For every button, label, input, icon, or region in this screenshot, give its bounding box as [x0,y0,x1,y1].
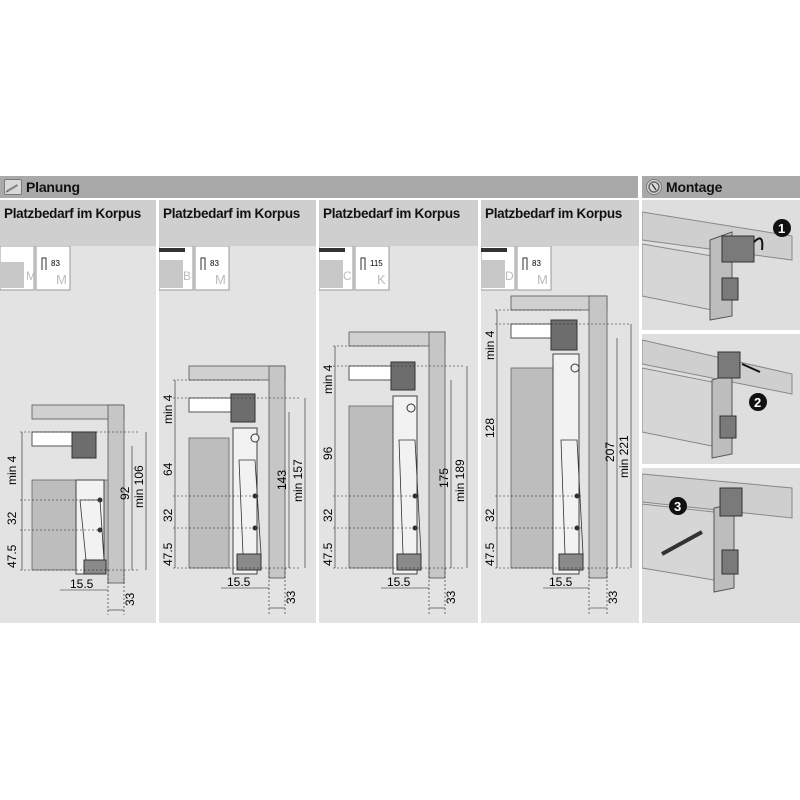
step-badge [749,393,767,411]
dim-setback: 15.5 [70,577,94,591]
drawer-height-icon: 83 M [35,245,71,291]
height-letter: M [537,272,548,287]
dim-min-top: min 4 [321,364,335,394]
type-letter: M [26,269,36,283]
panel-title: Platzbedarf im Korpus [485,206,622,221]
panel-drawing: C 115 K min [318,245,468,614]
dim-min-top: min 4 [483,330,497,360]
type-letter: D [505,269,514,283]
dim-min-top: min 4 [161,394,175,424]
panel-title: Platzbedarf im Korpus [323,206,460,221]
type-letter: B [183,269,191,283]
panel-m: Platzbedarf im Korpus M 83 M [0,200,156,623]
dim-upper: 96 [321,446,335,460]
panel-title: Platzbedarf im Korpus [4,206,141,221]
height-value: 83 [51,259,60,268]
dim-mid: 32 [5,511,19,525]
height-letter: K [377,272,386,287]
montage-step-2: 2 [642,334,800,464]
height-letter: M [215,272,226,287]
dim-bottom: 47.5 [483,542,497,566]
panel-title: Platzbedarf im Korpus [163,206,300,221]
dim-mid: 32 [161,508,175,522]
panel-header: Platzbedarf im Korpus [319,200,478,246]
dim-overall: 175 [437,468,451,488]
dim-overall: 207 [603,442,617,462]
panel-header: Platzbedarf im Korpus [0,200,156,246]
panel-drawing: D 83 M min [480,245,632,614]
dim-overall-min: min 106 [132,465,146,508]
drawer-type-icon: M [0,245,36,291]
height-value: 83 [210,259,219,268]
montage-step-3: 3 [642,468,800,623]
panel-header: Platzbedarf im Korpus [481,200,639,246]
dim-depth: 33 [284,590,298,604]
step-badge [773,219,791,237]
panel-b: Platzbedarf im Korpus B 83 M [158,200,316,623]
dim-overall-min: min 157 [291,459,305,502]
dim-setback: 15.5 [549,575,573,589]
type-letter: C [343,269,352,283]
height-value: 115 [370,259,383,268]
drawer-type-icon: B [158,245,194,291]
dim-setback: 15.5 [227,575,251,589]
drawer-height-icon: 115 K [354,245,390,291]
step-number: 2 [754,395,761,410]
panel-drawing: M 83 M min 4 [0,245,147,615]
drawer-type-icon: C [318,245,354,291]
dim-depth: 33 [444,590,458,604]
dim-bottom: 47.5 [161,542,175,566]
dim-depth: 33 [123,592,137,606]
dim-upper: 128 [483,418,497,438]
step-number: 1 [778,221,785,236]
planung-header: Planung [0,176,638,198]
panel-drawing: B 83 M min [158,245,306,614]
dim-setback: 15.5 [387,575,411,589]
dim-overall: 143 [275,470,289,490]
assembly-screwdriver-icon [646,179,662,195]
planning-pencil-icon [4,179,22,195]
dim-upper: 64 [161,462,175,476]
montage-header: Montage [642,176,800,198]
dim-overall-min: min 221 [617,435,631,478]
drawer-height-icon: 83 M [194,245,230,291]
step-number: 3 [674,499,681,514]
drawer-height-icon: 83 M [516,245,552,291]
montage-step-1: 1 [642,200,800,330]
height-value: 83 [532,259,541,268]
dim-bottom: 47.5 [5,544,19,568]
planung-title: Planung [26,179,80,195]
height-letter: M [56,272,67,287]
dim-overall-min: min 189 [453,459,467,502]
dim-mid: 32 [321,508,335,522]
panel-d: Platzbedarf im Korpus D 83 M [480,200,639,623]
step-badge [669,497,687,515]
panel-c: Platzbedarf im Korpus C 115 K [318,200,478,623]
dim-bottom: 47.5 [321,542,335,566]
dim-overall: 92 [118,486,132,500]
montage-title: Montage [666,179,723,195]
panel-header: Platzbedarf im Korpus [159,200,316,246]
dim-depth: 33 [606,590,620,604]
drawer-type-icon: D [480,245,516,291]
dim-mid: 32 [483,508,497,522]
dim-min-top: min 4 [5,455,19,485]
